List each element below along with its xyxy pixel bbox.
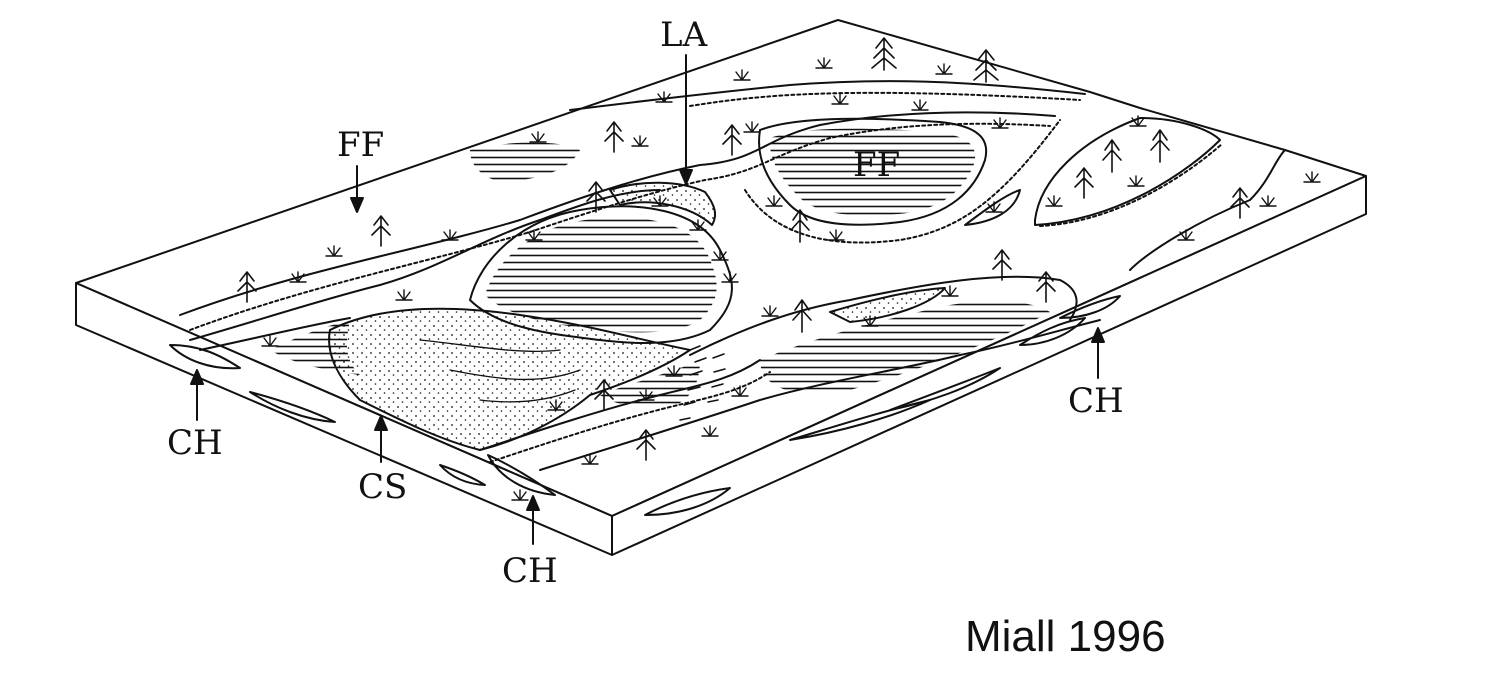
main-channel-lower-bank-inner xyxy=(489,371,771,463)
left-channel-bank xyxy=(189,189,661,341)
channel-lens-right-1 xyxy=(644,487,731,516)
channel-lens-right-4 xyxy=(1019,317,1086,346)
label-floodplain-center: FF xyxy=(853,145,901,185)
channel-lens-front-1 xyxy=(169,344,241,370)
lower-floodplain-band xyxy=(689,275,1078,356)
channel-lens-right-5 xyxy=(1059,295,1121,319)
channel-margin-top-inner xyxy=(689,91,1081,107)
channel-lens-right-3 xyxy=(889,367,1001,411)
splay-channel-3 xyxy=(479,389,576,403)
channel-lens-front-4 xyxy=(487,454,556,496)
splay-channel-1 xyxy=(419,339,561,352)
channel-lens-front-2 xyxy=(249,391,336,423)
label-channel-bottom: CH xyxy=(502,551,558,591)
floodplain-hatch-upper-left xyxy=(470,142,580,182)
left-channel-bank-lower xyxy=(199,317,351,351)
tree-icons xyxy=(237,37,1250,461)
floodplain-island xyxy=(758,117,988,226)
small-bar xyxy=(964,189,1021,226)
floodplain-island-hatch xyxy=(769,128,976,216)
channel-lens-front-3 xyxy=(439,464,486,486)
channel-margin-top xyxy=(569,80,1086,111)
floodplain-hatch-lower xyxy=(600,360,700,409)
splay-channel-2 xyxy=(449,369,581,381)
right-bar xyxy=(1034,117,1221,226)
island-margin xyxy=(744,119,1061,244)
grass-icons xyxy=(261,57,1321,501)
label-channel-left: CH xyxy=(167,423,223,463)
source-credit: Miall 1996 xyxy=(965,612,1166,661)
left-floodplain-hatch xyxy=(270,320,360,375)
right-bar-margin xyxy=(1039,143,1223,227)
right-channel-bank xyxy=(1129,149,1286,271)
label-arrows xyxy=(190,54,1105,545)
label-channel-right: CH xyxy=(1068,381,1124,421)
block-right-face xyxy=(611,175,1367,556)
lateral-accretion-strip xyxy=(609,181,717,226)
channel-margin-upper xyxy=(179,111,1056,316)
label-crevasse-splay: CS xyxy=(358,467,408,507)
label-floodplain-left: FF xyxy=(337,125,385,165)
main-channel-lower-outer xyxy=(539,319,1101,471)
central-bar-hatch xyxy=(485,217,717,333)
lower-floodplain-hatch xyxy=(760,300,1050,394)
label-lateral-accretion: LA xyxy=(660,15,708,55)
lower-lateral-accretion xyxy=(829,287,946,323)
